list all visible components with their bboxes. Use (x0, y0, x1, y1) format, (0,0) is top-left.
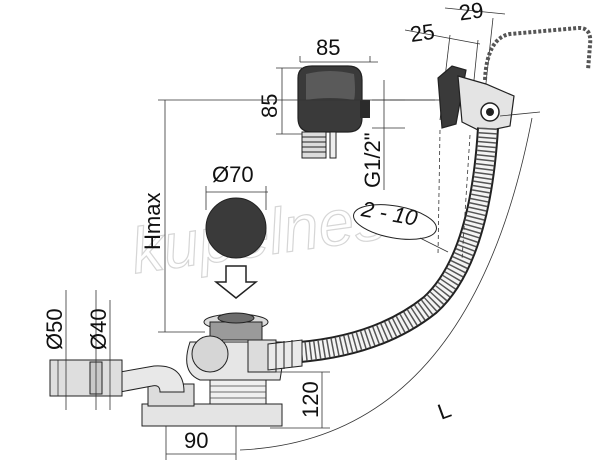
drain-plug-cap: Ø70 (205, 162, 268, 299)
outlet-dimension-group: Ø50 Ø40 (42, 290, 111, 410)
dim-50-label: Ø50 (42, 308, 67, 350)
hmax-dimension-group: Hmax (140, 99, 435, 333)
top-dimension-group: 25 29 (404, 0, 506, 121)
dim-40-label: Ø40 (86, 308, 111, 350)
down-arrow-icon (213, 265, 259, 299)
dim-g12-label: G1/2" (360, 132, 385, 188)
height-120-dimension-group: 120 (270, 371, 330, 429)
dim-85-height-label: 85 (257, 94, 282, 118)
dim-85-width-label: 85 (316, 35, 340, 60)
overflow-control-knob: 85 85 (257, 35, 378, 159)
overflow-fitting (390, 65, 515, 133)
dim-90-label: 90 (184, 428, 208, 453)
dim-25-label: 25 (408, 19, 436, 47)
dim-120-label: 120 (298, 381, 323, 418)
bowden-cable (483, 25, 593, 81)
dim-70-label: Ø70 (212, 162, 254, 187)
width-90-dimension-group: 90 (165, 426, 237, 460)
dim-hmax-label: Hmax (140, 193, 165, 250)
dim-29-label: 29 (457, 0, 485, 25)
dim-L-label: L (434, 397, 454, 425)
g12-dimension-group: G1/2" (360, 80, 405, 190)
range-dimension-group: 2 - 10 (353, 196, 449, 253)
flexible-hose (298, 127, 499, 363)
